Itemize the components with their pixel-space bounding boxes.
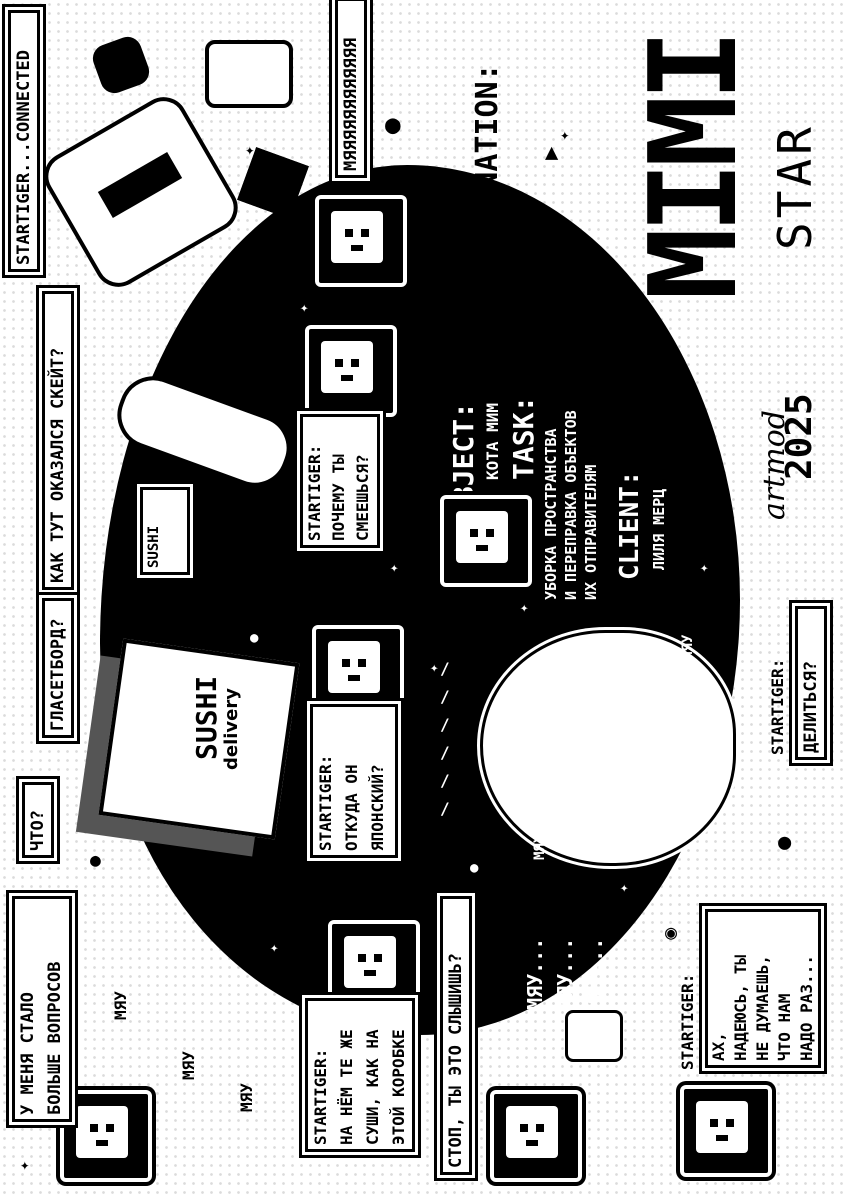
cat-portrait	[60, 1090, 152, 1182]
meow-text: МЯУ	[237, 1083, 256, 1112]
star-icon: ●	[470, 860, 479, 876]
egg	[480, 630, 736, 866]
bubble-line: ОТКУДА ОН	[342, 764, 361, 851]
star-icon: ✦	[270, 940, 279, 956]
cat-face-icon	[696, 1101, 748, 1153]
stop-label: СТОП, ТЫ ЭТО СЛЫШИШЬ?	[440, 896, 472, 1175]
task-line-1: УБОРКА ПРОСТРАНСТВА	[542, 428, 560, 600]
star-icon: ✦	[300, 300, 309, 316]
logo-mimi: MIMI	[625, 35, 764, 300]
star-icon: ✦	[700, 560, 709, 576]
client-value: ЛИЛЯ МЕРЦ	[650, 488, 668, 570]
cat-portrait	[680, 1085, 772, 1177]
bubble-line: СМЕЕШЬСЯ?	[353, 454, 372, 541]
star-icon: ✦	[20, 1155, 30, 1174]
star-icon: ✦	[160, 820, 169, 836]
task-line-3: ИХ ОТПРАВИТЕЛЯМ	[582, 464, 600, 600]
star-icon: ●	[250, 630, 259, 646]
dash-column: //////	[440, 659, 450, 818]
meow-text: МЯУ	[179, 1051, 198, 1080]
bubble-line: СУШИ, КАК НА	[363, 1029, 382, 1145]
robot-icon	[205, 40, 293, 108]
cat-face-icon	[331, 211, 383, 263]
last-line: ЧТО НАМ	[775, 993, 794, 1061]
star-icon: ✦	[430, 660, 439, 676]
cat-portrait	[312, 625, 404, 717]
cat-portrait	[328, 920, 420, 1012]
meow-stack-line: МЯУ...	[583, 937, 607, 1010]
planet-icon: ●	[385, 110, 401, 140]
cat-face-icon	[456, 511, 508, 563]
bubble-name: STARTIGER:	[316, 754, 335, 851]
cat-portrait	[490, 1090, 582, 1182]
meow-small: МЯУ	[532, 834, 548, 860]
skate-question: КАК ТУТ ОКАЗАЛСЯ СКЕЙТ?	[42, 291, 74, 590]
meow-stack-line: МЯУ...	[523, 937, 547, 1010]
year: 2025	[779, 393, 820, 480]
bubble-name: STARTIGER:	[311, 1048, 330, 1145]
task-label: TASK:	[507, 395, 540, 480]
logo-subtitle: STAR	[768, 123, 822, 250]
cat-portrait	[305, 325, 397, 417]
planet-icon: ◉	[665, 920, 678, 944]
meow-stack-line: МЯУ...	[553, 937, 577, 1010]
star-icon: ✦	[520, 600, 529, 616]
client-label: CLIENT:	[615, 470, 645, 580]
bubble-line: ЭТОЙ КОРОБКЕ	[389, 1029, 408, 1145]
last-name: STARTIGER:	[678, 973, 697, 1070]
bubble-line: НА НЁМ ТЕ ЖЕ	[337, 1029, 356, 1145]
star-icon: ✦	[560, 125, 570, 144]
more-questions-line-1: У МЕНЯ СТАЛО	[18, 992, 38, 1115]
startiger-bubble-2: STARTIGER: ОТКУДА ОН ЯПОНСКИЙ?	[310, 704, 398, 858]
cat-face-icon	[321, 341, 373, 393]
planet-icon: ●	[778, 830, 792, 855]
bubble-line: ЯПОНСКИЙ?	[368, 764, 387, 851]
planet-icon: ●	[90, 850, 101, 871]
cat-face-icon	[344, 936, 396, 988]
share-name: STARTIGER:	[768, 658, 787, 755]
sushi-sub: delivery	[221, 688, 242, 770]
star-icon: ✦	[245, 140, 255, 159]
cat-face-icon	[328, 641, 380, 693]
last-line: НЕ ДУМАЕШЬ,	[753, 955, 772, 1061]
bubble-name: STARTIGER:	[305, 444, 324, 541]
bubble-line: ПОЧЕМУ ТЫ	[329, 454, 348, 541]
more-questions-line-2: БОЛЬШЕ ВОПРОСОВ	[45, 961, 65, 1115]
last-bubble: АХ, НАДЕЮСЬ, ТЫ НЕ ДУМАЕШЬ, ЧТО НАМ НАДО…	[705, 909, 821, 1068]
star-icon: ✦	[620, 880, 629, 896]
meow-egg: МЯУ	[680, 634, 696, 660]
meow-text: МЯУ	[111, 991, 130, 1020]
more-questions-box: У МЕНЯ СТАЛО БОЛЬШЕ ВОПРОСОВ	[12, 896, 72, 1122]
star-icon: ✦	[390, 560, 399, 576]
box-icon	[88, 32, 154, 98]
startiger-bubble-1: STARTIGER: ПОЧЕМУ ТЫ СМЕЕШЬСЯ?	[300, 414, 380, 548]
what-label: ЧТО?	[22, 782, 54, 858]
space-blob	[100, 165, 740, 1035]
last-line: АХ,	[709, 1032, 728, 1061]
astronaut-icon	[565, 1010, 623, 1062]
object-value: КОТА МИМ	[483, 402, 502, 480]
task-line-2: И ПЕРЕПРАВКА ОБЪЕКТОВ	[562, 410, 580, 600]
cat-portrait	[440, 495, 532, 587]
cat-portrait	[315, 195, 407, 287]
share-bubble: ДЕЛИТЬСЯ?	[795, 606, 827, 760]
startiger-bubble-3: STARTIGER: НА НЁМ ТЕ ЖЕ СУШИ, КАК НА ЭТО…	[305, 998, 415, 1152]
skate-box-label: SUSHI	[140, 487, 190, 575]
destination-label: DESTINATION:	[470, 63, 505, 280]
cat-face-icon	[506, 1106, 558, 1158]
cat-face-icon	[76, 1106, 128, 1158]
meow-long-label: МЯЯЯЯЯЯЯЯЯЯЯЯ	[335, 0, 367, 178]
ship-icon: ▲	[545, 140, 559, 165]
last-line: НАДО РАЗ...	[797, 955, 816, 1061]
meow-stack: МЯУ... МЯУ... МЯУ...	[520, 938, 610, 1010]
connected-label: STARTIGER...CONNECTED	[8, 10, 40, 272]
last-line: НАДЕЮСЬ, ТЫ	[731, 955, 750, 1061]
sushi-brand: SUSHI	[190, 675, 223, 760]
board-question: ГЛАСЕТБОРД?	[42, 598, 74, 738]
